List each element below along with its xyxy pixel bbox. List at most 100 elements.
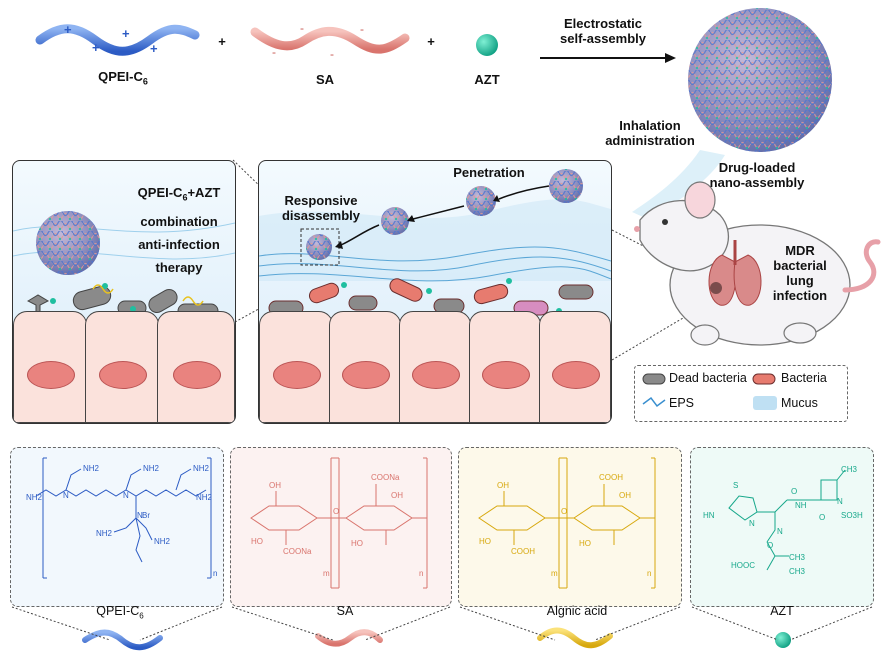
svg-text:N: N [137, 511, 143, 520]
svg-text:NH2: NH2 [26, 493, 43, 502]
eps-swatch [642, 396, 666, 408]
therapy-label: QPEI-C6+AZT combination anti-infection t… [137, 185, 221, 275]
sa-structure-label: SA [336, 604, 354, 618]
svg-text:HN: HN [703, 511, 715, 520]
svg-text:+: + [64, 22, 72, 37]
svg-text:COOH: COOH [599, 473, 623, 482]
svg-text:OH: OH [391, 491, 403, 500]
svg-text:NH: NH [795, 501, 807, 510]
svg-text:NH2: NH2 [143, 464, 160, 473]
qpei-structure-label: QPEI-C6 [96, 604, 144, 621]
svg-text:N: N [63, 491, 69, 500]
svg-text:n: n [419, 569, 423, 578]
svg-text:n: n [213, 569, 217, 578]
svg-text:+: + [150, 41, 158, 56]
svg-text:n: n [647, 569, 651, 578]
svg-text:O: O [561, 507, 567, 516]
svg-text:N: N [777, 527, 783, 536]
svg-text:N: N [123, 491, 129, 500]
svg-text:HO: HO [251, 537, 263, 546]
svg-text:NH2: NH2 [196, 493, 213, 502]
svg-text:-: - [330, 47, 334, 61]
bacteria-group [268, 278, 594, 316]
svg-text:CH3: CH3 [789, 553, 806, 562]
epithelial-cell [157, 311, 235, 423]
mouse-illustration [634, 181, 881, 346]
epithelial-cell [329, 311, 401, 423]
sa-wave [250, 26, 410, 54]
svg-text:NH2: NH2 [96, 529, 113, 538]
epithelial-cell [539, 311, 611, 423]
svg-text:+: + [92, 40, 100, 55]
svg-text:m: m [323, 569, 330, 578]
epithelial-cell [85, 311, 159, 423]
mucus-swatch [753, 396, 777, 410]
sa-structure-box: OH HO COONa COONa OH HO O m n [230, 447, 452, 607]
epithelial-cell [469, 311, 541, 423]
azt-ball-small [775, 632, 791, 648]
epithelial-cell [399, 311, 471, 423]
svg-text:O: O [819, 513, 825, 522]
svg-text:NH2: NH2 [193, 464, 210, 473]
svg-text:OH: OH [619, 491, 631, 500]
legend-dead-bacteria: Dead bacteria [669, 371, 747, 385]
dead-bacteria-swatch [642, 373, 666, 385]
svg-text:HO: HO [479, 537, 491, 546]
sa-label: SA [315, 72, 335, 87]
azt-structure-box: S HN N O NH N SO3H CH3 O N O HOOC CH3 CH… [690, 447, 874, 607]
svg-text:SO3H: SO3H [841, 511, 863, 520]
svg-text:OH: OH [497, 481, 509, 490]
alginate-structure-box: OH HO COOH COOH OH HO O m n [458, 447, 682, 607]
sa-wave-small [315, 629, 383, 647]
qpei-label: QPEI-C6 [98, 69, 148, 87]
svg-text:-: - [272, 45, 276, 59]
qpei-wave [35, 24, 200, 56]
azt-label: AZT [474, 72, 500, 87]
svg-text:-: - [360, 22, 364, 36]
svg-text:O: O [791, 487, 797, 496]
svg-text:HO: HO [579, 539, 591, 548]
svg-text:S: S [733, 481, 738, 490]
alginate-wave-small [537, 627, 613, 649]
plus-sign-2: + [427, 34, 435, 49]
qpei-wave-small [82, 629, 163, 651]
nanoparticle-group [306, 169, 583, 260]
svg-text:OH: OH [269, 481, 281, 490]
legend-mucus: Mucus [781, 396, 818, 410]
qpei-structure-box: NH2 NH2 NH2 NH2 NH2 N N N Br NH2 NH2 n [10, 447, 224, 607]
svg-text:CH3: CH3 [789, 567, 806, 576]
svg-text:O: O [333, 507, 339, 516]
plus-sign-1: + [218, 34, 226, 49]
svg-text:COONa: COONa [283, 547, 312, 556]
svg-text:m: m [551, 569, 558, 578]
penetration-label: Penetration [453, 165, 525, 180]
azt-structure-label: AZT [770, 604, 794, 618]
azt-ball [476, 34, 498, 56]
svg-text:CH3: CH3 [841, 465, 858, 474]
epithelial-cell [13, 311, 87, 423]
svg-text:N: N [749, 519, 755, 528]
svg-text:NH2: NH2 [154, 537, 171, 546]
legend-eps: EPS [669, 396, 695, 410]
svg-text:+: + [122, 26, 130, 41]
svg-text:N: N [837, 497, 843, 506]
svg-text:Br: Br [142, 511, 150, 520]
alginate-structure-label: Algnic acid [546, 604, 608, 618]
epithelial-cell [259, 311, 333, 423]
svg-text:HO: HO [351, 539, 363, 548]
svg-text:O: O [767, 541, 773, 550]
bacteria-swatch [752, 373, 776, 385]
therapy-panel: QPEI-C6+AZT combination anti-infection t… [12, 160, 236, 424]
svg-text:HOOC: HOOC [731, 561, 755, 570]
legend-bacteria: Bacteria [781, 371, 827, 385]
svg-text:NH2: NH2 [83, 464, 100, 473]
svg-text:COONa: COONa [371, 473, 400, 482]
svg-text:COOH: COOH [511, 547, 535, 556]
